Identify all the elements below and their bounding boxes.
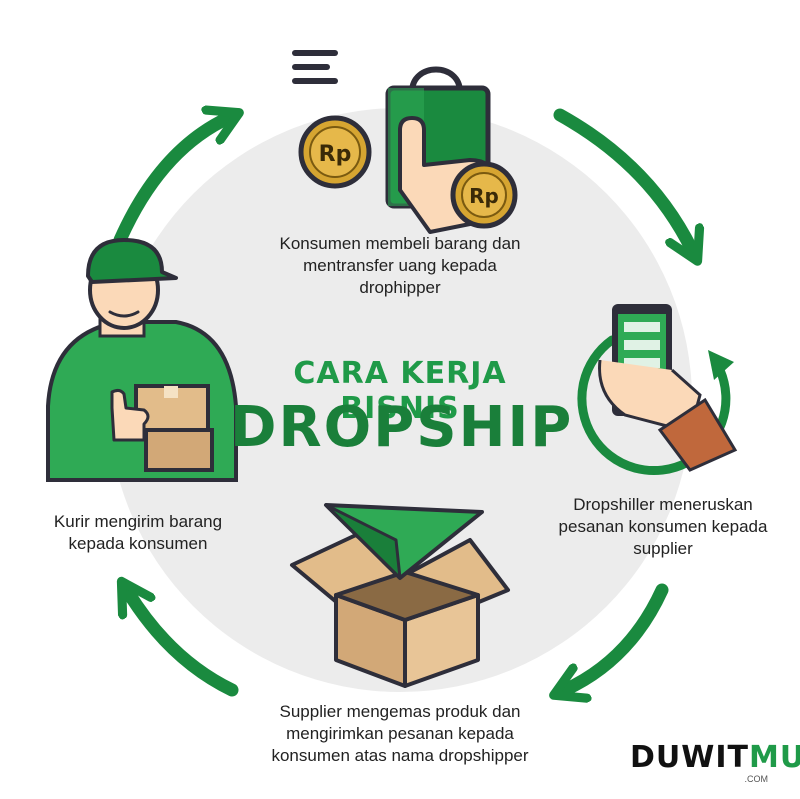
- arrowhead-icon: [708, 350, 734, 380]
- paper-plane-icon: [324, 503, 484, 580]
- cycle-arrow-icon: [113, 118, 228, 247]
- cycle-arrow-icon: [553, 108, 692, 250]
- courier-illustration: [46, 238, 238, 482]
- cap-icon: [86, 238, 178, 284]
- sleeve-icon: [657, 397, 738, 472]
- caption-line: Dropshiller meneruskan: [573, 495, 753, 514]
- brand-duwit: DUWIT: [630, 740, 749, 775]
- coin-icon: Rp: [450, 161, 518, 229]
- caption-line: Supplier mengemas produk dan: [279, 702, 521, 721]
- caption-line: supplier: [633, 539, 693, 558]
- step-2-caption: Dropshiller meneruskan pesanan konsumen …: [538, 494, 788, 560]
- package-illustration: [290, 503, 510, 688]
- phone-illustration: [577, 304, 738, 476]
- caption-line: Kurir mengirim barang: [53, 512, 223, 531]
- step-1-caption: Konsumen membeli barang dan mentransfer …: [225, 233, 575, 299]
- brand-logo: DUWITMU .COM: [630, 740, 800, 784]
- cardboard-box-icon: [134, 384, 214, 472]
- title-line-2: DROPSHIP: [230, 395, 574, 460]
- menu-lines-icon: [292, 50, 338, 84]
- title-line-1: CARA KERJA BISNIS: [293, 356, 507, 426]
- caption-line: kepada konsumen: [68, 534, 208, 553]
- cycle-arrows: [113, 108, 692, 697]
- cycle-arrow-icon: [128, 592, 239, 697]
- step-4-caption: Kurir mengirim barang kepada konsumen: [18, 511, 258, 555]
- caption-line: pesanan konsumen kepada: [558, 517, 768, 536]
- coin-icon: Rp: [298, 115, 372, 189]
- caption-line: konsumen atas nama dropshipper: [271, 746, 529, 765]
- cardboard-box-icon: [290, 533, 510, 688]
- coin-label: Rp: [319, 142, 352, 167]
- purchase-illustration: Rp Rp: [292, 50, 518, 234]
- background-circle: [108, 108, 692, 692]
- thumbs-up-hand-icon: [110, 388, 150, 442]
- caption-line: Konsumen membeli barang dan: [279, 234, 521, 253]
- caption-line: drophipper: [359, 278, 441, 297]
- caption-line: mentransfer uang kepada: [303, 256, 497, 275]
- cycle-arrow-icon: [565, 583, 669, 690]
- caption-line: mengirimkan pesanan kepada: [286, 724, 514, 743]
- brand-mu: MU: [748, 740, 800, 775]
- step-3-caption: Supplier mengemas produk dan mengirimkan…: [230, 701, 570, 767]
- coin-label: Rp: [469, 184, 499, 208]
- brand-domain: .COM: [744, 774, 769, 784]
